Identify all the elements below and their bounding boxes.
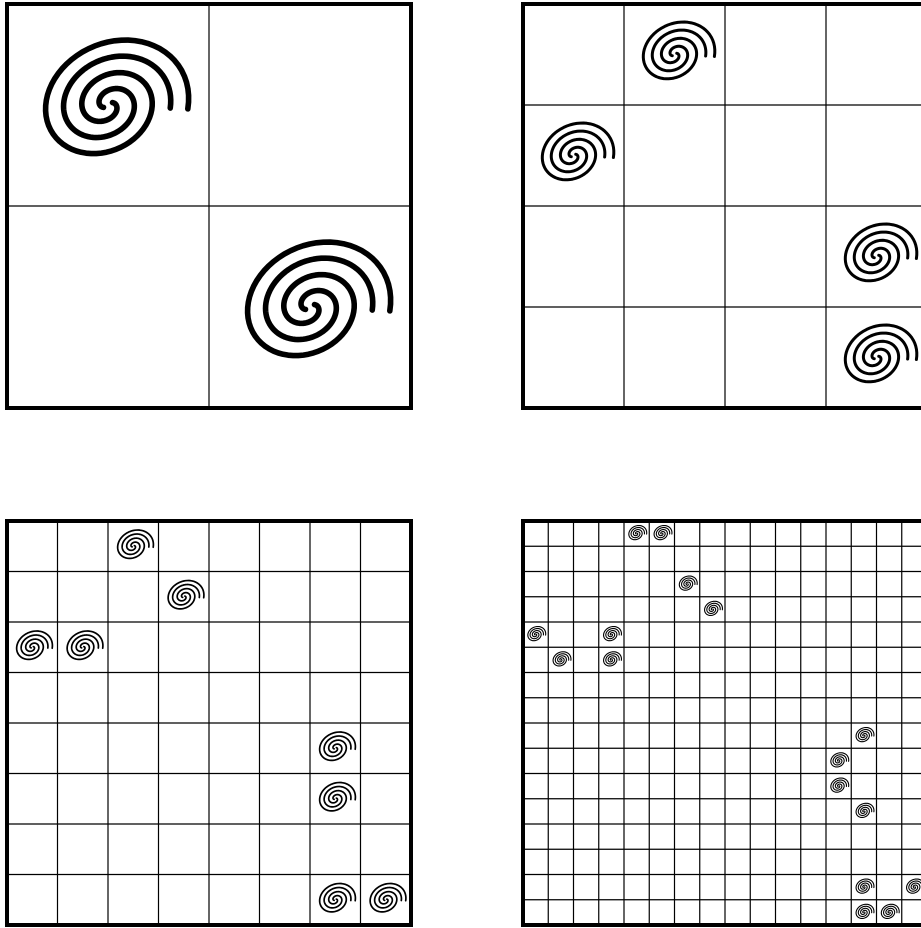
- galaxy-arm: [315, 776, 359, 815]
- panel-4x4: [523, 4, 921, 408]
- spiral-galaxy-icon: [227, 217, 402, 375]
- spiral-galaxy-icon: [854, 901, 876, 921]
- spiral-galaxy-icon: [633, 9, 720, 88]
- galaxy-arm: [68, 630, 100, 659]
- galaxy-arm: [163, 574, 207, 613]
- spiral-galaxy-icon: [601, 623, 623, 643]
- galaxy-arm: [320, 782, 352, 811]
- spiral-galaxy-icon: [25, 15, 200, 173]
- galaxy-arm: [544, 122, 609, 180]
- spiral-galaxy-icon: [854, 800, 876, 820]
- galaxy-arm: [645, 21, 710, 79]
- galaxy-arm: [633, 9, 720, 88]
- galaxy-arm: [655, 525, 671, 540]
- galaxy-arm: [857, 727, 873, 742]
- galaxy-arm: [365, 877, 409, 916]
- spiral-galaxy-icon: [828, 750, 850, 770]
- galaxy-arm: [25, 15, 200, 173]
- panel-16x16: [523, 521, 921, 925]
- galaxy-arm: [629, 525, 645, 540]
- spiral-galaxy-icon: [904, 876, 921, 896]
- spiral-galaxy-icon: [835, 312, 921, 391]
- galaxy-arm: [857, 879, 873, 894]
- spiral-galaxy-icon: [315, 776, 359, 815]
- spiral-galaxy-icon: [551, 649, 573, 669]
- galaxy-arm: [227, 217, 402, 375]
- spiral-galaxy-icon: [652, 522, 674, 542]
- galaxy-arm: [604, 626, 620, 641]
- galaxy-arm: [320, 883, 352, 912]
- spiral-galaxy-icon: [601, 649, 623, 669]
- galaxy-arm: [847, 223, 912, 281]
- galaxy-arm: [371, 883, 403, 912]
- spiral-galaxy-icon: [525, 623, 547, 643]
- galaxy-arm: [169, 580, 201, 609]
- galaxy-arm: [528, 626, 544, 641]
- spiral-galaxy-icon: [854, 876, 876, 896]
- galaxy-arm: [831, 778, 847, 793]
- galaxy-arm: [831, 752, 847, 767]
- galaxy-arm: [847, 324, 912, 382]
- spiral-galaxy-icon: [828, 775, 850, 795]
- galaxy-arm: [532, 110, 619, 189]
- spiral-galaxy-icon: [12, 625, 56, 664]
- panel-8x8: [7, 521, 411, 925]
- spiral-galaxy-icon: [702, 598, 724, 618]
- galaxy-arm: [857, 904, 873, 919]
- spiral-galaxy-icon: [163, 574, 207, 613]
- galaxy-arm: [118, 529, 150, 558]
- galaxy-arm: [315, 726, 359, 765]
- galaxy-arm: [604, 651, 620, 666]
- galaxy-arm: [907, 879, 921, 894]
- spiral-galaxy-icon: [62, 625, 106, 664]
- spiral-galaxy-icon: [315, 726, 359, 765]
- spiral-galaxy-icon: [113, 524, 157, 563]
- spiral-galaxy-icon: [854, 724, 876, 744]
- panel-2x2: [7, 4, 411, 408]
- galaxy-arm: [113, 524, 157, 563]
- spiral-galaxy-icon: [879, 901, 901, 921]
- galaxy-arm: [904, 876, 921, 896]
- galaxy-arm: [12, 625, 56, 664]
- galaxy-arm: [857, 803, 873, 818]
- galaxy-arm: [17, 630, 49, 659]
- galaxy-arm: [62, 625, 106, 664]
- spiral-galaxy-icon: [315, 877, 359, 916]
- galaxy-arm: [882, 904, 898, 919]
- spiral-galaxy-icon: [677, 573, 699, 593]
- spiral-galaxy-icon: [532, 110, 619, 189]
- spiral-galaxy-icon: [835, 211, 921, 290]
- spiral-galaxy-icon: [365, 877, 409, 916]
- spiral-galaxy-icon: [626, 522, 648, 542]
- galaxy-arm: [680, 576, 696, 591]
- galaxy-arm: [49, 37, 178, 154]
- galaxy-arm: [315, 877, 359, 916]
- galaxy-arm: [705, 601, 721, 616]
- galaxy-arm: [251, 239, 380, 356]
- galaxy-arm: [554, 651, 570, 666]
- galaxy-arm: [320, 731, 352, 760]
